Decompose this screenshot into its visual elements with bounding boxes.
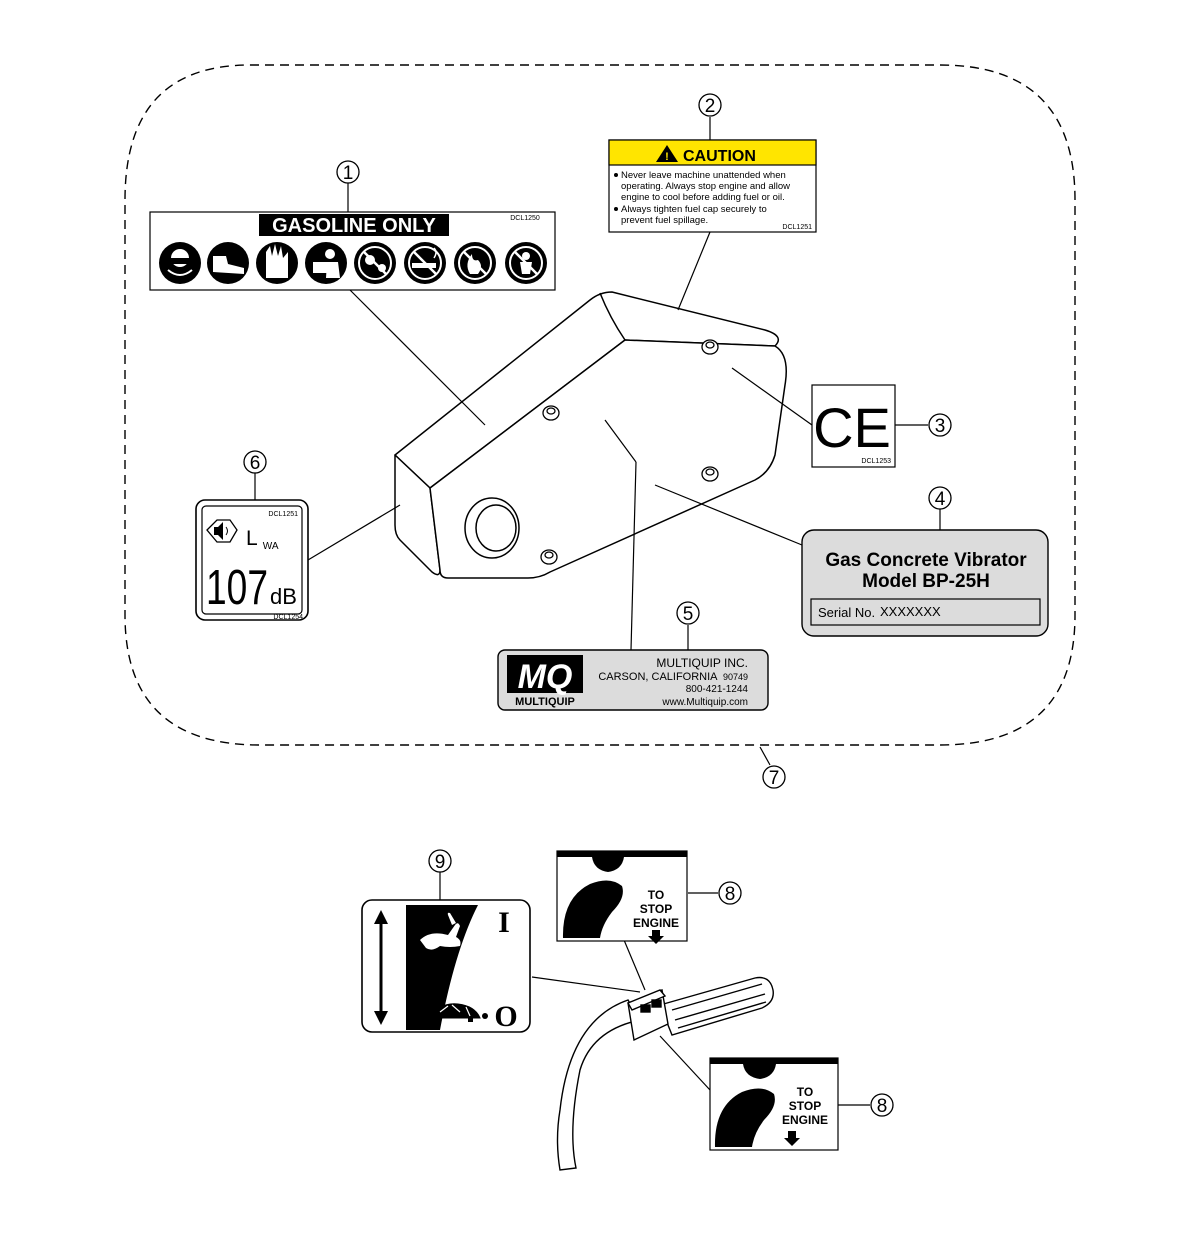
gloves-icon [256,242,298,284]
ce-mark: CE [813,396,891,459]
svg-text:Always tighten fuel cap secure: Always tighten fuel cap securely to [621,204,767,215]
model-plate: Gas Concrete Vibrator Model BP-25H Seria… [801,529,1049,637]
gasoline-only-decal: GASOLINE ONLY DCL1250 [149,211,556,291]
mq-web: www.Multiquip.com [661,697,748,708]
callout-7: 7 [762,765,786,789]
svg-text:8: 8 [725,884,736,905]
callout-9: 9 [428,849,452,873]
noise-decal: DCL1251 L WA 107 dB DCL1254 [195,499,309,621]
stop-engine-decal-upper: TO STOP ENGINE [556,850,688,944]
multiquip-plate: MQ MULTIQUIP MULTIQUIP INC. CARSON, CALI… [497,649,769,711]
serial-value: XXXXXXX [880,604,941,619]
no-smoking-icon [404,242,446,284]
no-bystanders-icon [505,242,547,284]
svg-text:4: 4 [935,489,946,510]
thumb-icon [562,880,623,938]
svg-text:Never leave machine unattended: Never leave machine unattended when [621,170,786,181]
shaft-opening [464,497,520,559]
gasoline-decal-code: DCL1250 [510,215,540,222]
thumb-icon [714,1088,775,1147]
mq-logo-text: MULTIQUIP [515,696,575,708]
svg-text:9: 9 [435,852,446,873]
throttle-off: O [494,1000,517,1033]
svg-text:CARSON, CALIFORNIA 90749: CARSON, CALIFORNIA 90749 [598,671,748,683]
throttle-on: I [498,906,510,939]
svg-text:operating. Always stop engine: operating. Always stop engine and allow [621,181,790,192]
noise-unit: dB [270,584,297,609]
no-unguarded-belt-icon [354,242,396,284]
callout-4: 4 [928,486,952,510]
callout-3: 3 [928,413,952,437]
caution-decal: ! CAUTION Never leave machine unattended… [608,139,817,233]
mq-zip: 90749 [723,672,748,682]
svg-text:L WA: L WA [246,527,279,552]
svg-text:TO: TO [797,1085,813,1099]
mq-company: MULTIQUIP INC. [656,656,748,670]
engine-housing [394,291,787,579]
ce-decal-code: DCL1253 [861,458,891,465]
callout-1: 1 [336,160,360,184]
eye-ear-protection-icon [159,242,201,284]
lower-leader-lines [439,872,870,1106]
svg-text:7: 7 [769,768,780,789]
turtle-icon [429,1003,488,1022]
svg-text:!: ! [665,151,669,163]
svg-text:5: 5 [683,604,694,625]
no-fire-icon [454,242,496,284]
svg-text:8: 8 [877,1096,888,1117]
svg-text:STOP: STOP [789,1099,821,1113]
noise-l-sub: WA [263,541,279,552]
svg-text:2: 2 [705,96,716,117]
svg-text:STOP: STOP [640,902,672,916]
noise-l: L [246,527,257,550]
stop-engine-decal-lower: TO STOP ENGINE [709,1057,839,1151]
svg-text:MQ: MQ [518,658,573,696]
caution-header [608,139,817,166]
noise-value: 107 [206,561,268,615]
model-plate-line1: Gas Concrete Vibrator [825,550,1027,571]
callout-8-lower: 8 [870,1093,894,1117]
ear-protection-icon [206,519,238,543]
svg-text:prevent fuel spillage.: prevent fuel spillage. [621,215,708,226]
gasoline-only-title: GASOLINE ONLY [272,215,436,237]
svg-text:6: 6 [250,453,261,474]
warning-triangle-icon [656,145,678,162]
svg-text:ENGINE: ENGINE [782,1113,828,1127]
callout-6: 6 [243,450,267,474]
svg-text:1: 1 [343,163,354,184]
up-down-arrow-icon [374,910,388,1025]
callout-8-upper: 8 [718,881,742,905]
control-handle [556,976,774,1171]
down-arrow-icon [784,1131,800,1146]
serial-label: Serial No. [818,605,875,620]
mq-logo [507,655,583,693]
caution-heading: CAUTION [683,148,756,165]
ce-decal: CE DCL1253 [811,384,896,468]
down-arrow-icon [648,930,664,944]
svg-text:TO: TO [648,888,664,902]
throttle-decal: I O [361,899,531,1033]
read-manual-icon [305,242,347,284]
leader-lines [254,117,941,766]
model-plate-line2: Model BP-25H [862,571,990,592]
noise-code-top: DCL1251 [268,511,298,518]
svg-text:3: 3 [935,416,946,437]
mq-phone: 800-421-1244 [686,684,749,695]
svg-text:ENGINE: ENGINE [633,916,679,930]
callout-5: 5 [676,601,700,625]
rabbit-icon [420,912,461,950]
mq-address: CARSON, CALIFORNIA [598,671,718,683]
decal-kit-boundary [124,64,1076,746]
callout-2: 2 [698,93,722,117]
housing-screws [540,339,719,565]
safety-boots-icon [207,242,249,284]
caution-decal-code: DCL1251 [782,224,812,231]
svg-text:engine to cool before adding f: engine to cool before adding fuel or oil… [621,192,785,203]
noise-code-bottom: DCL1254 [273,614,303,621]
